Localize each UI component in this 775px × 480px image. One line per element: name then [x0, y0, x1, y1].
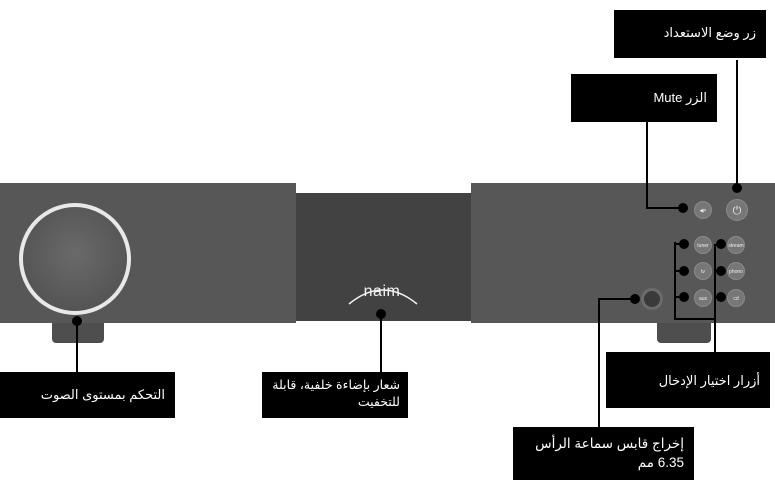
front-panel-display	[296, 193, 471, 321]
standby-label: زر وضع الاستعداد	[614, 10, 766, 58]
mute-callout-line-h	[646, 207, 684, 209]
volume-callout-line	[76, 322, 78, 372]
inputs-dot-phono	[716, 266, 726, 276]
mute-callout-dot	[678, 203, 688, 213]
inputs-bracket-bottom	[674, 318, 716, 320]
standby-callout-line	[736, 60, 738, 190]
inputs-dot-cd	[716, 292, 726, 302]
volume-label: التحكم بمستوى الصوت	[0, 372, 175, 418]
inputs-callout-line	[714, 244, 716, 352]
device-foot-right	[657, 323, 711, 343]
mute-label: الزر Mute	[571, 74, 717, 122]
standby-callout-dot	[732, 183, 742, 193]
inputs-dot-tuner	[679, 239, 689, 249]
volume-callout-dot	[72, 316, 82, 326]
headphone-callout-line-v	[598, 298, 600, 428]
input-button-tv[interactable]: tv	[694, 262, 712, 280]
logo-arc	[348, 289, 418, 305]
input-select-label: أزرار اختيار الإدخال	[606, 352, 770, 408]
headphone-callout-line-h	[598, 298, 636, 300]
input-button-phono[interactable]: phono	[727, 262, 745, 280]
device-foot-left	[52, 323, 104, 343]
logo-callout-dot	[376, 309, 386, 319]
input-button-cd[interactable]: cd	[727, 289, 745, 307]
inputs-dot-stream	[716, 239, 726, 249]
input-button-tuner[interactable]: tuner	[694, 236, 712, 254]
mute-callout-line-v	[646, 122, 648, 208]
inputs-dot-aux	[679, 292, 689, 302]
input-button-aux[interactable]: aux	[694, 289, 712, 307]
inputs-dot-tv	[679, 266, 689, 276]
naim-logo: naim	[363, 283, 401, 300]
inputs-bracket-left	[674, 242, 676, 320]
mute-button[interactable]: ◀×	[694, 201, 712, 219]
headphone-callout-dot	[630, 294, 640, 304]
logo-label: شعار بإضاءة خلفية، قابلة للتخفيت	[262, 372, 408, 418]
headphone-jack[interactable]	[641, 288, 663, 310]
headphone-label: إخراج قابس سماعة الرأس 6.35 مم	[513, 427, 694, 480]
input-button-stream[interactable]: stream	[727, 236, 745, 254]
logo-callout-line	[380, 316, 382, 372]
standby-button[interactable]: ⏻	[726, 199, 748, 221]
volume-knob[interactable]	[23, 207, 127, 311]
